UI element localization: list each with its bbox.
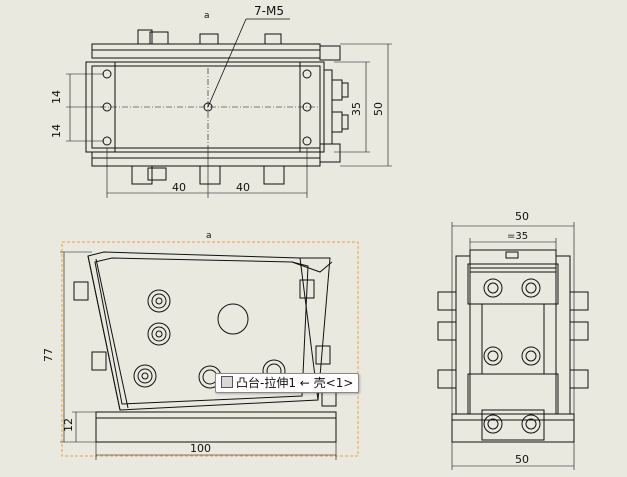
front-view-labels: a 77 12 100 — [42, 231, 212, 455]
dim-50-top: 50 — [515, 210, 529, 223]
top-view-mark: a — [204, 11, 210, 21]
dim-100: 100 — [190, 442, 211, 455]
top-view-labels: a 7-M5 14 14 35 50 40 40 — [50, 4, 385, 194]
dim-35-side: =35 — [507, 231, 528, 242]
dim-14-upper: 14 — [50, 90, 63, 104]
feature-tooltip: 凸台-拉伸1 ← 壳<1> — [215, 373, 360, 393]
dim-14-lower: 14 — [50, 124, 63, 138]
front-view-mark: a — [206, 231, 212, 241]
callout-7-m5: 7-M5 — [254, 4, 284, 18]
dim-50-right: 50 — [372, 102, 385, 116]
side-view-labels: 50 =35 50 — [507, 210, 529, 466]
side-view-screws — [483, 278, 541, 434]
dim-40-right: 40 — [236, 181, 250, 194]
side-view[interactable] — [437, 222, 589, 470]
top-view[interactable] — [66, 18, 392, 198]
dim-40-left: 40 — [172, 181, 186, 194]
feature-icon — [221, 376, 233, 388]
selection-box — [61, 241, 359, 457]
dim-12: 12 — [62, 418, 75, 432]
dim-50-bottom: 50 — [515, 453, 529, 466]
dim-35: 35 — [350, 102, 363, 116]
tooltip-text: 凸台-拉伸1 ← 壳<1> — [236, 376, 354, 390]
dim-77: 77 — [42, 348, 55, 362]
